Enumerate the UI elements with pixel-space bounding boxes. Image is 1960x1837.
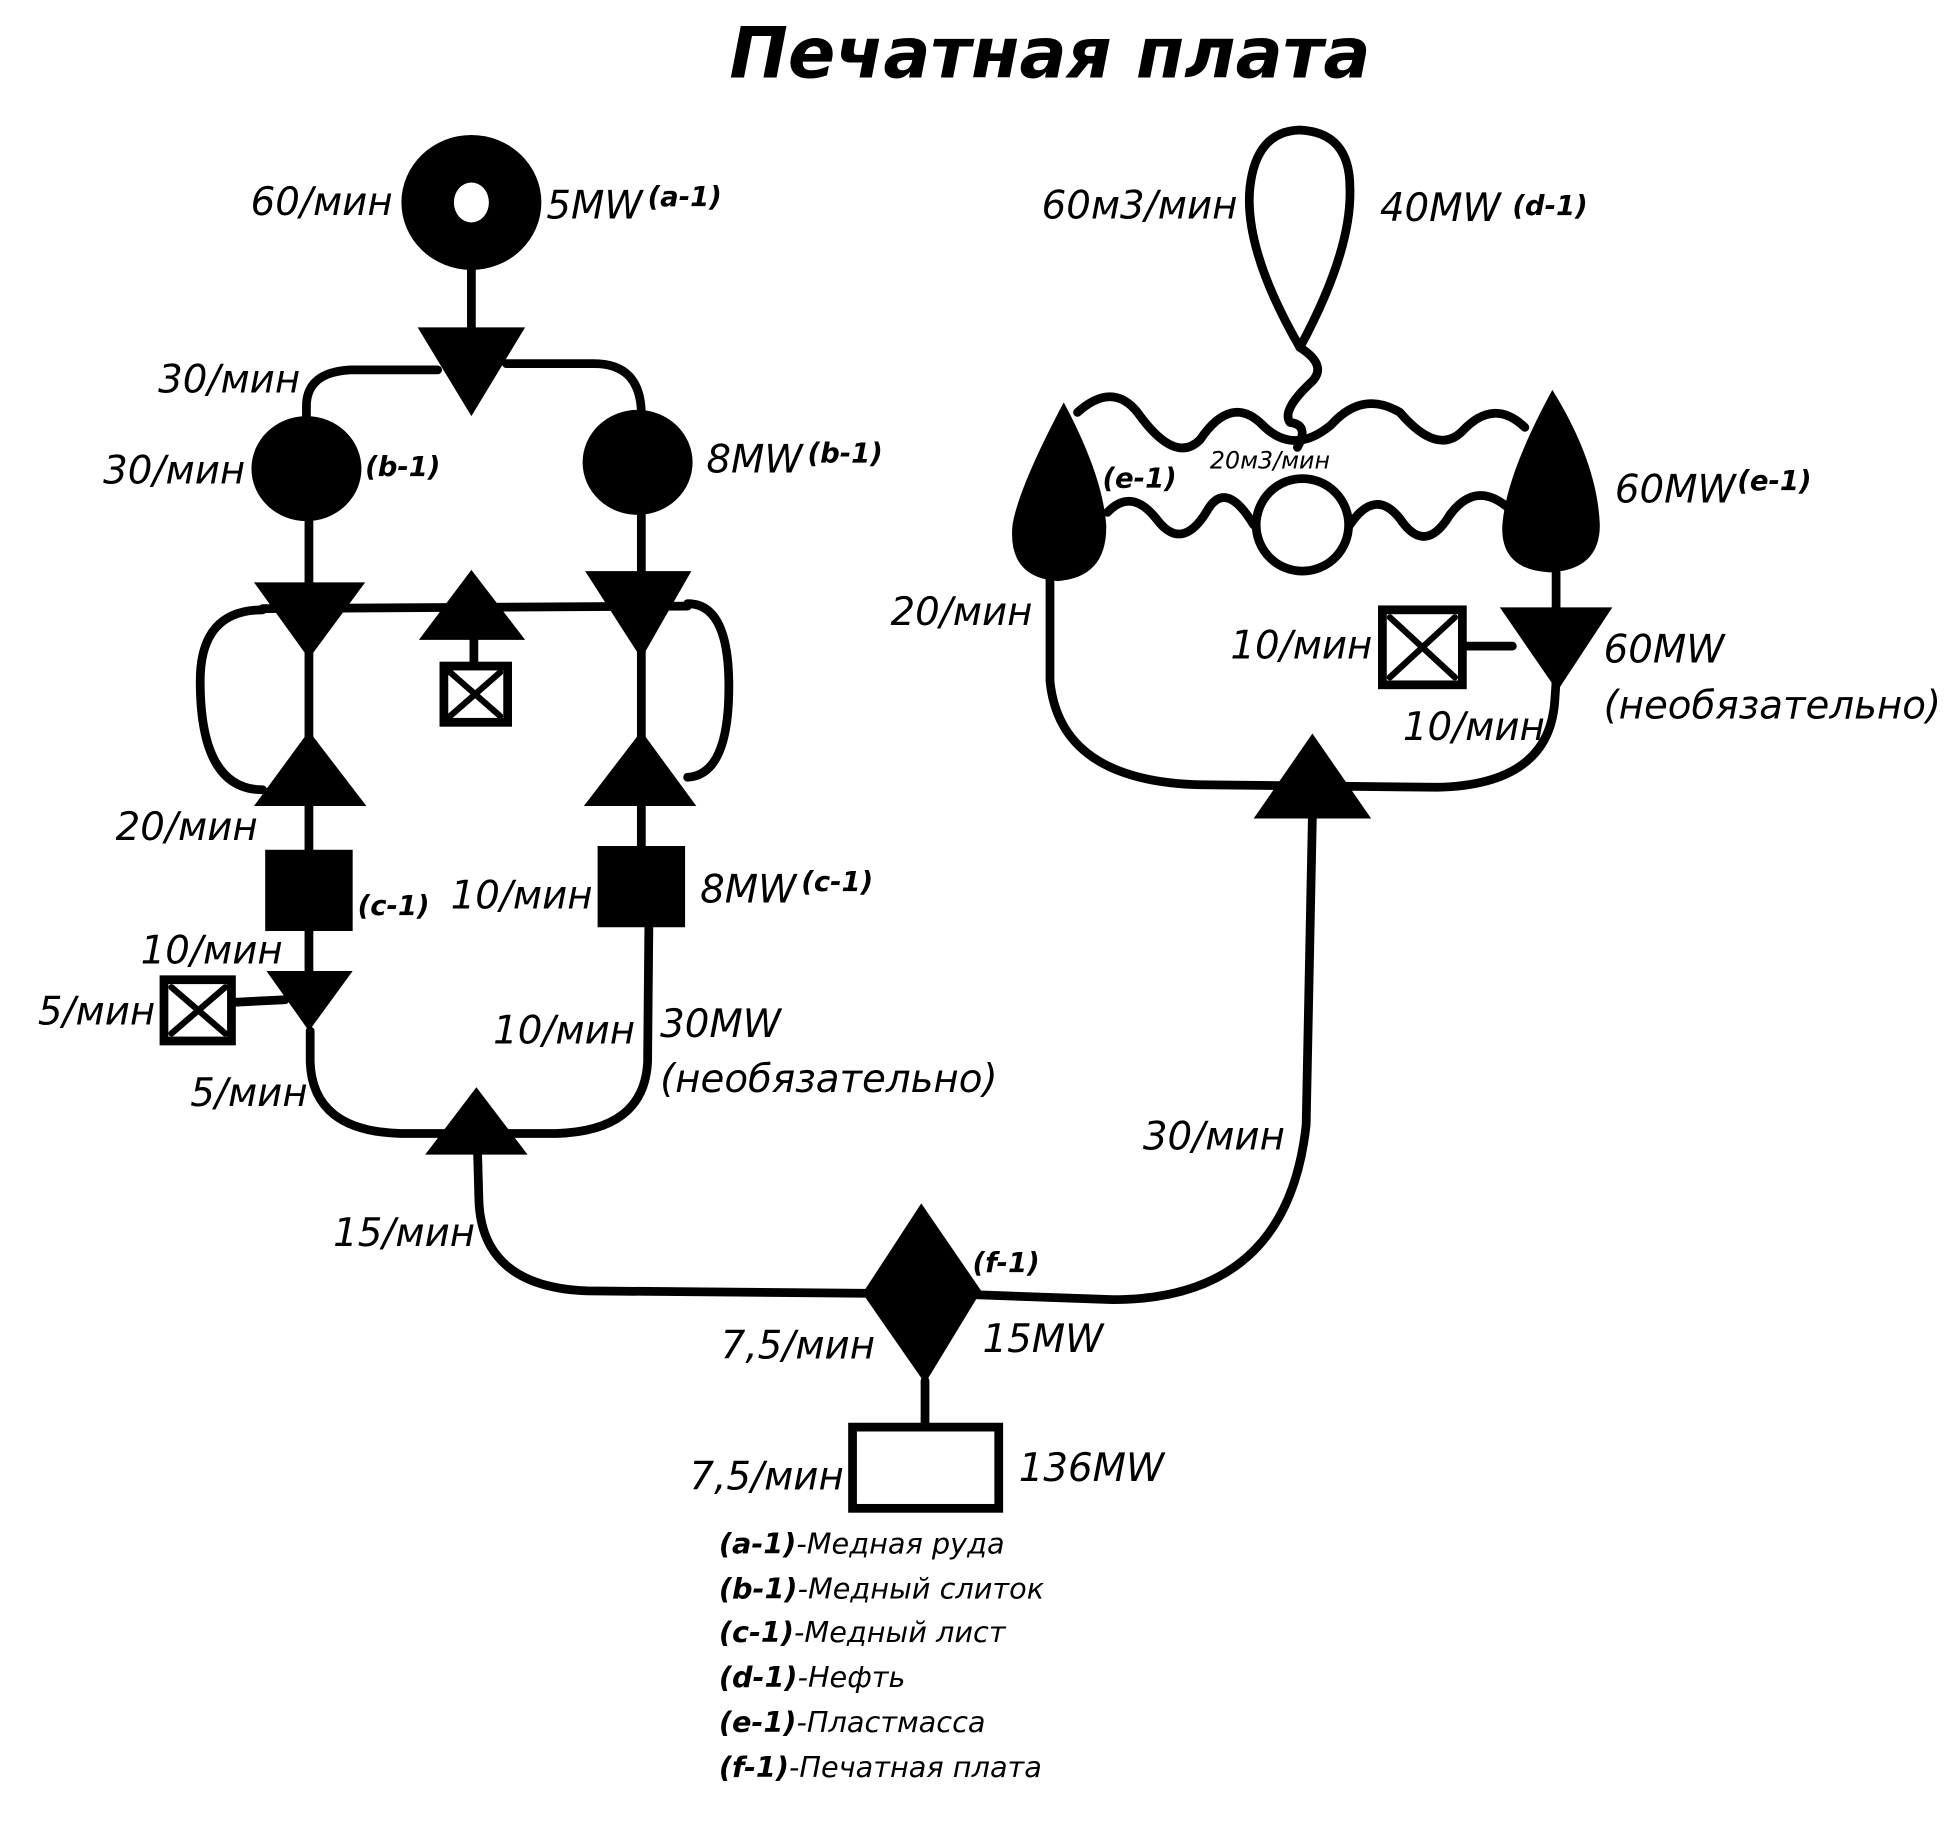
plastic-sink-rate-label: 10/мин bbox=[1230, 624, 1372, 669]
right-merger-icon bbox=[583, 731, 697, 807]
constructor-left-rate-label: 10/мин bbox=[141, 928, 283, 973]
legend-key: (d-1) bbox=[719, 1660, 798, 1694]
left-merger-icon bbox=[253, 731, 367, 807]
upper-wavy-pipe bbox=[1073, 392, 1530, 453]
plastic-sink bbox=[1378, 605, 1467, 690]
ring-hole bbox=[453, 182, 489, 223]
legend-item: (d-1)-Нефть bbox=[719, 1660, 906, 1694]
copper-ore-miner-node bbox=[401, 134, 542, 270]
legend-value: -Пластмасса bbox=[797, 1705, 986, 1739]
left-splitter-icon bbox=[253, 582, 366, 659]
legend-key: (c-1) bbox=[719, 1615, 794, 1649]
legend-key: (e-1) bbox=[719, 1705, 797, 1739]
legend-item: (c-1)-Медный лист bbox=[719, 1615, 1007, 1649]
legend-value: -Печатная плата bbox=[789, 1750, 1042, 1784]
right-merge-note: (необязательно) bbox=[660, 1057, 997, 1102]
smelter-left-tag: (b-1) bbox=[365, 451, 440, 483]
center-merger-icon bbox=[418, 569, 526, 640]
refinery-right-tag: (e-1) bbox=[1737, 465, 1811, 497]
splitter-left-rate-label: 30/мин bbox=[158, 357, 300, 402]
copper-output-merger-icon bbox=[425, 1087, 528, 1155]
refinery-left-tag: (e-1) bbox=[1102, 462, 1176, 494]
smelter-right-tag: (b-1) bbox=[808, 437, 883, 469]
legend-item: (b-1)-Медный слиток bbox=[719, 1571, 1045, 1605]
constructor-right-icon bbox=[597, 846, 686, 928]
plastic-splitter-icon bbox=[1499, 607, 1613, 692]
left-sink bbox=[159, 975, 236, 1046]
plastic-output-rate-label: 30/мин bbox=[1143, 1115, 1285, 1160]
pipe-junction-hollow-circle-icon bbox=[1251, 474, 1354, 576]
storage-power-label: 136MW bbox=[1019, 1446, 1166, 1491]
legend-key: (f-1) bbox=[719, 1750, 789, 1784]
left-sink-connector bbox=[230, 995, 290, 1007]
constructor-right-tag: (c-1) bbox=[801, 866, 873, 898]
oil-rate-label: 60м3/мин bbox=[1042, 184, 1238, 229]
plastic-splitter-note: (необязательно) bbox=[1604, 684, 1941, 729]
legend-key: (b-1) bbox=[719, 1571, 798, 1605]
legend-item: (f-1)-Печатная плата bbox=[719, 1750, 1042, 1784]
plastic-splitter-power-label: 60MW bbox=[1604, 627, 1727, 672]
legend-item: (a-1)-Медная руда bbox=[719, 1526, 1005, 1560]
right-merge-rate-label: 10/мин bbox=[493, 1008, 635, 1053]
storage-rate-label: 7,5/мин bbox=[689, 1455, 843, 1500]
copper-output-rate-label: 15/мин bbox=[333, 1211, 475, 1256]
constructor-left-icon bbox=[265, 849, 353, 931]
copper-to-assembler bbox=[473, 1150, 880, 1298]
pipe-junction-rate-label: 20м3/мин bbox=[1210, 447, 1330, 475]
left-merger-rate-label: 20/мин bbox=[116, 805, 258, 850]
constructor-right-power-label: 8MW bbox=[700, 867, 798, 912]
legend-item: (e-1)-Пластмасса bbox=[719, 1705, 986, 1739]
plastic-output-merger-icon bbox=[1253, 733, 1372, 819]
miner-power-label: 5MW bbox=[546, 184, 644, 229]
smelter-left-icon bbox=[251, 416, 362, 522]
oil-pipe-squiggle bbox=[1283, 343, 1323, 452]
refinery-right-power-label: 60MW bbox=[1615, 467, 1738, 512]
plastic-u-loop bbox=[1045, 572, 1561, 792]
plastic-to-assembler bbox=[968, 810, 1317, 1305]
legend-value: -Медная руда bbox=[796, 1526, 1004, 1560]
right-merge-power-label: 30MW bbox=[660, 1002, 783, 1047]
left-sink-rate-label: 5/мин bbox=[38, 990, 155, 1035]
plastic-splitter-rate-label: 10/мин bbox=[1403, 705, 1545, 750]
refinery-right-drop-icon bbox=[1502, 389, 1600, 573]
cross-mark bbox=[447, 669, 504, 720]
cross-mark bbox=[1386, 614, 1458, 681]
miner-rate-label: 60/мин bbox=[251, 180, 393, 225]
assembler-diamond-icon bbox=[862, 1203, 982, 1384]
assembler-rate-label: 7,5/мин bbox=[721, 1323, 875, 1368]
smelter-right-power-label: 8MW bbox=[706, 437, 804, 482]
legend-value: -Нефть bbox=[798, 1660, 906, 1694]
oil-extractor-teardrop-icon bbox=[1244, 125, 1355, 352]
assembler-power-label: 15MW bbox=[982, 1317, 1105, 1362]
lower-wavy-pipe-left bbox=[1103, 493, 1259, 539]
left-merge-rate-label: 5/мин bbox=[190, 1071, 307, 1116]
oil-tag: (d-1) bbox=[1512, 190, 1587, 222]
lower-wavy-pipe-right bbox=[1345, 491, 1511, 541]
legend-value: -Медный слиток bbox=[798, 1571, 1045, 1605]
left-lower-splitter-icon bbox=[266, 970, 353, 1031]
constructor-left-tag: (c-1) bbox=[358, 890, 430, 922]
refinery-left-drop-icon bbox=[1012, 402, 1107, 582]
legend-key: (a-1) bbox=[719, 1526, 797, 1560]
center-sink bbox=[439, 661, 513, 727]
page-title: Печатная плата bbox=[729, 12, 1370, 94]
right-splitter-icon bbox=[585, 571, 692, 659]
refinery-left-rate-label: 20/мин bbox=[890, 590, 1032, 635]
smelter-left-rate-label: 30/мин bbox=[103, 449, 245, 494]
assembler-tag: (f-1) bbox=[973, 1247, 1040, 1279]
oil-power-label: 40MW bbox=[1380, 186, 1503, 231]
miner-tag: (a-1) bbox=[648, 181, 722, 213]
legend-value: -Медный лист bbox=[794, 1615, 1007, 1649]
splitter-down-triangle-icon bbox=[417, 327, 526, 417]
left-loop bbox=[195, 605, 268, 795]
smelter-right-icon bbox=[582, 409, 693, 515]
final-storage-icon bbox=[848, 1422, 1004, 1513]
connector-splitter-smelters bbox=[302, 359, 646, 455]
legend: (a-1)-Медная руда (b-1)-Медный слиток (c… bbox=[719, 1526, 1045, 1784]
right-loop bbox=[683, 599, 734, 782]
cross-mark bbox=[168, 984, 229, 1037]
constructor-right-rate-label: 10/мин bbox=[451, 874, 593, 919]
